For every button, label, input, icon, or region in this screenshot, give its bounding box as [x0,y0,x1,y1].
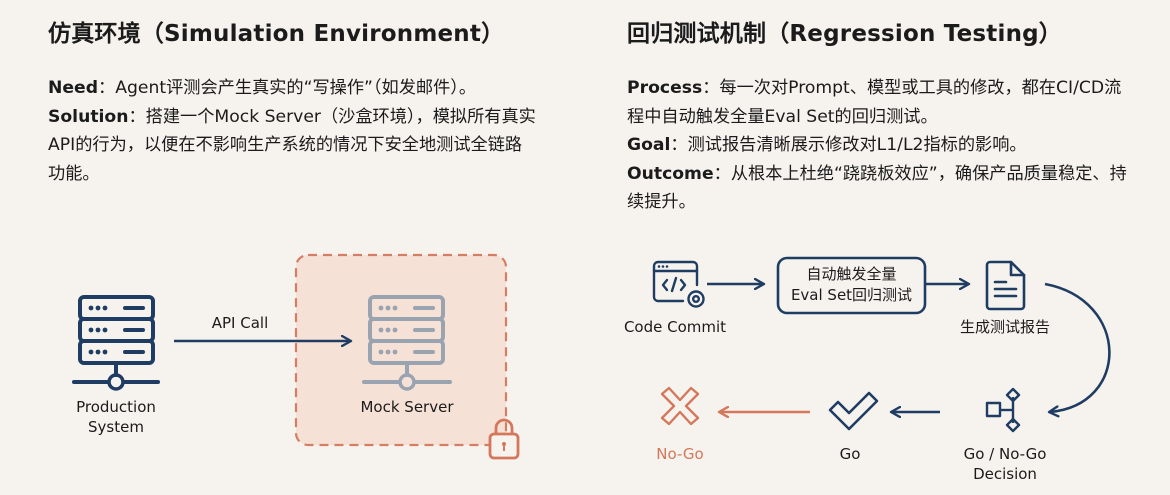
outcome-paragraph: Outcome：从根本上杜绝“跷跷板效应”，确保产品质量稳定、持续提升。 [627,163,1127,213]
regression-body: Process：每一次对Prompt、模型或工具的修改，都在CI/CD流程中自动… [627,74,1127,217]
sandbox-box [294,253,508,447]
code-commit-label: Code Commit [623,318,727,336]
code-commit-icon [652,260,705,308]
decision-icon [985,387,1021,433]
need-paragraph: Need：Agent评测会产生真实的“写操作”（如发邮件）。 [48,78,477,98]
solution-paragraph: Solution：搭建一个Mock Server（沙盒环境），模拟所有真实API… [48,106,536,184]
trigger-box [776,256,927,315]
simulation-title: 仿真环境（Simulation Environment） [48,21,505,47]
lock-icon [488,418,520,460]
simulation-body: Need：Agent评测会产生真实的“写操作”（如发邮件）。 Solution：… [48,74,538,188]
nogo-x-icon [660,386,700,426]
report-document-icon [985,260,1026,311]
go-label: Go [839,445,861,463]
production-server-icon [72,295,160,391]
go-check-icon [828,391,879,431]
mock-server-icon [362,295,452,391]
mock-server-label: Mock Server [360,398,454,416]
trigger-label: 自动触发全量 Eval Set回归测试 [790,265,913,304]
report-label: 生成测试报告 [959,318,1050,336]
goal-paragraph: Goal：测试报告清晰展示修改对L1/L2指标的影响。 [627,135,1027,155]
flow-arrow-3 [1044,282,1111,412]
regression-title: 回归测试机制（Regression Testing） [627,21,1063,47]
decision-label: Go / No-Go Decision [963,445,1047,483]
production-system-label: Production System [76,398,156,436]
api-call-label: API Call [211,314,269,332]
nogo-label: No-Go [656,445,704,463]
process-paragraph: Process：每一次对Prompt、模型或工具的修改，都在CI/CD流程中自动… [627,78,1122,127]
